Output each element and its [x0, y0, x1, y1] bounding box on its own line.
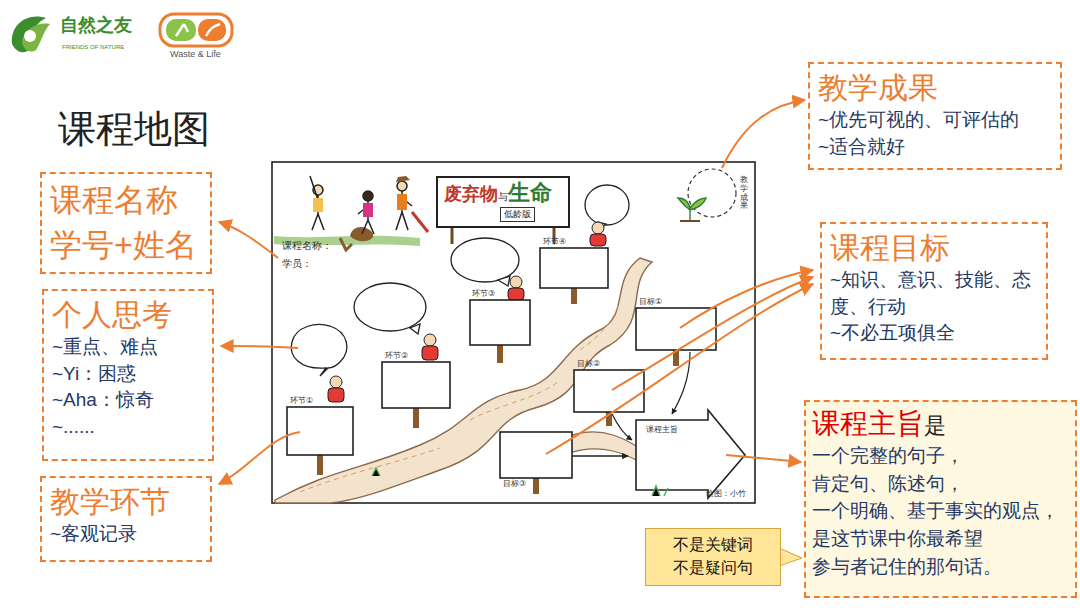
- name-box: 课程名称学号+姓名: [40, 172, 212, 274]
- box-text: 参与者记住的那句话。: [812, 553, 1069, 581]
- artist-credit: 绘图：小竹: [706, 490, 746, 499]
- fon-logo: [12, 16, 50, 52]
- logo-name: 自然之友: [60, 16, 132, 36]
- signpost-label: 环节②: [385, 352, 408, 361]
- box-text: 不是疑问句: [652, 556, 774, 579]
- outcome-box: 教学成果~优先可视的、可评估的~适合就好: [808, 62, 1062, 170]
- box-text: 一个明确、基于事实的观点，: [812, 497, 1069, 525]
- box-heading: 个人思考: [52, 295, 204, 334]
- signpost-label: 目标①: [639, 298, 662, 307]
- map-note: 教学成果: [740, 176, 748, 211]
- box-text: 一个完整的句子，: [812, 442, 1069, 470]
- box-heading: 教学环节: [50, 482, 202, 521]
- reflection-box: 个人思考~重点、难点~Yi：困惑~Aha：惊奇~......: [42, 289, 214, 461]
- box-text: ~知识、意识、技能、态度、行动: [830, 267, 1038, 320]
- box-heading: 课程主旨: [812, 406, 924, 442]
- signpost-label: 课程主旨: [646, 426, 678, 435]
- box-text: ~......: [52, 414, 204, 441]
- box-heading: 教学成果: [818, 68, 1052, 107]
- signpost-label: 目标②: [577, 360, 600, 369]
- map-field: 学员：: [282, 258, 312, 269]
- leader-arrows: [219, 100, 813, 484]
- box-text: ~客观记录: [50, 521, 202, 548]
- map-field: 课程名称：: [282, 240, 332, 251]
- title-sign: 废弃物与生命低龄版: [436, 176, 570, 228]
- box-text: ~Aha：惊奇: [52, 387, 204, 414]
- age-tag: 低龄版: [500, 207, 535, 222]
- signpost-label: 目标③: [503, 480, 526, 489]
- box-text: 是: [924, 412, 946, 441]
- box-text: ~不必五项俱全: [830, 320, 1038, 347]
- box-heading: 课程目标: [830, 228, 1038, 267]
- box-text: ~优先可视的、可评估的: [818, 107, 1052, 134]
- logo-name: Waste & Life: [170, 50, 221, 60]
- box-text: ~Yi：困惑: [52, 361, 204, 388]
- signpost-label: 环节③: [472, 290, 495, 299]
- box-text: ~重点、难点: [52, 334, 204, 361]
- note-callout: 不是关键词不是疑问句: [645, 528, 781, 586]
- waste-life-logo: [160, 14, 232, 46]
- box-text: 生命: [508, 180, 552, 206]
- course-map-drawing: [272, 162, 755, 503]
- segment-box: 教学环节~客观记录: [40, 476, 212, 562]
- slide-title: 课程地图: [58, 104, 210, 155]
- signpost-label: 环节①: [290, 397, 313, 406]
- box-text: 肯定句、陈述句，: [812, 470, 1069, 498]
- box-text: 学号+姓名: [50, 223, 202, 268]
- signpost-label: 环节④: [543, 238, 566, 247]
- box-text: ~适合就好: [818, 134, 1052, 161]
- box-heading: 不是关键词: [652, 533, 774, 556]
- goal-box: 课程目标~知识、意识、技能、态度、行动~不必五项俱全: [820, 222, 1048, 360]
- theme-box: 课程主旨是一个完整的句子，肯定句、陈述句，一个明确、基于事实的观点，是这节课中你…: [804, 400, 1077, 598]
- box-text: 是这节课中你最希望: [812, 525, 1069, 553]
- box-heading: 课程名称: [50, 178, 202, 223]
- box-text: 与: [498, 191, 508, 203]
- box-heading: 低龄版: [504, 209, 531, 220]
- box-heading: 废弃物: [444, 184, 498, 206]
- logo-subtitle: FRIENDS OF NATURE: [62, 44, 124, 51]
- callout-tail: [779, 548, 802, 566]
